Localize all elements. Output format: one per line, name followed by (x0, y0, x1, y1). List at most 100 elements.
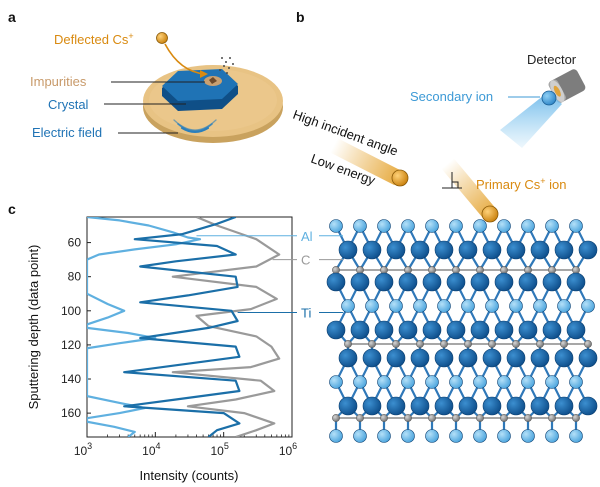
c-atom (524, 266, 532, 274)
ti-atom (542, 320, 562, 340)
c-atom (404, 414, 412, 422)
ti-atom (338, 240, 358, 260)
ti-atom (530, 396, 550, 416)
electric-field-label: Electric field (32, 125, 102, 140)
al-atom (473, 375, 487, 389)
ti-atom (338, 348, 358, 368)
al-atom (329, 375, 343, 389)
al-atom (449, 429, 463, 443)
c-atom (572, 414, 580, 422)
c-atom (428, 266, 436, 274)
ti-atom (470, 320, 490, 340)
al-atom (485, 299, 499, 313)
ti-atom (338, 396, 358, 416)
c-atom (380, 414, 388, 422)
series-line-ti (123, 217, 241, 437)
series-layer (87, 217, 281, 437)
detector-label: Detector (527, 52, 577, 67)
c-atom (332, 266, 340, 274)
c-atom (452, 266, 460, 274)
c-atom (404, 266, 412, 274)
ti-atom (350, 272, 370, 292)
deflected-ion-icon (156, 32, 168, 44)
y-tick-label: 120 (61, 338, 81, 352)
c-atom (548, 266, 556, 274)
c-atom (356, 266, 364, 274)
y-tick-label: 100 (61, 304, 81, 318)
c-atom (476, 414, 484, 422)
al-atom (473, 429, 487, 443)
al-atom (581, 299, 595, 313)
al-atom (545, 219, 559, 233)
high-angle-beam (330, 138, 402, 186)
ti-atom (566, 320, 586, 340)
c-atom (356, 414, 364, 422)
ti-atom (362, 348, 382, 368)
c-atom (488, 340, 496, 348)
c-atom (584, 340, 592, 348)
primary-ion-icon (481, 205, 499, 223)
series-label-c: C (301, 253, 310, 268)
ti-atom (446, 320, 466, 340)
ti-atom (326, 272, 346, 292)
ti-atom (506, 396, 526, 416)
al-atom (545, 375, 559, 389)
al-atom (521, 219, 535, 233)
primary-ion-icon-high-angle (391, 169, 409, 187)
ti-atom (554, 348, 574, 368)
al-atom (533, 299, 547, 313)
al-atom (377, 429, 391, 443)
y-axis-label: Sputtering depth (data point) (26, 245, 41, 410)
ti-atom (386, 240, 406, 260)
al-atom (557, 299, 571, 313)
electric-field-icon (173, 119, 217, 133)
al-atom (389, 299, 403, 313)
ti-atom (434, 240, 454, 260)
ti-atom (566, 272, 586, 292)
c-atom (500, 414, 508, 422)
al-atom (353, 219, 367, 233)
c-atom (476, 266, 484, 274)
ti-atom (458, 240, 478, 260)
ti-atom (518, 272, 538, 292)
ti-atom (362, 240, 382, 260)
plot-frame (86, 216, 293, 438)
secondary-ion-label: Secondary ion (410, 89, 493, 104)
al-atom (509, 299, 523, 313)
ti-atom (386, 396, 406, 416)
c-atom (500, 266, 508, 274)
x-tick-label: 104 (142, 441, 160, 458)
ti-atom (578, 240, 598, 260)
ti-atom (518, 320, 538, 340)
al-atom (401, 375, 415, 389)
al-atom (449, 219, 463, 233)
ti-atom (458, 396, 478, 416)
al-atom (425, 375, 439, 389)
ti-atom (506, 240, 526, 260)
c-atom (416, 340, 424, 348)
al-atom (497, 429, 511, 443)
c-atom (344, 340, 352, 348)
ti-atom (410, 240, 430, 260)
series-label-ti: Ti (301, 306, 311, 321)
c-atom (440, 340, 448, 348)
al-atom (341, 299, 355, 313)
c-atom (524, 414, 532, 422)
detector-icon (548, 69, 586, 103)
c-atom (536, 340, 544, 348)
deflected-cs-label: Deflected Cs+ (54, 31, 134, 47)
y-tick-label: 160 (61, 406, 81, 420)
ti-atom (482, 240, 502, 260)
al-atom (353, 375, 367, 389)
x-tick-label: 105 (210, 441, 228, 458)
panel-letter-a: a (8, 9, 16, 25)
ti-atom (542, 272, 562, 292)
al-atom (329, 219, 343, 233)
al-atom (569, 429, 583, 443)
al-atom (521, 375, 535, 389)
c-atom (452, 414, 460, 422)
panel-a-leaders (104, 81, 205, 134)
